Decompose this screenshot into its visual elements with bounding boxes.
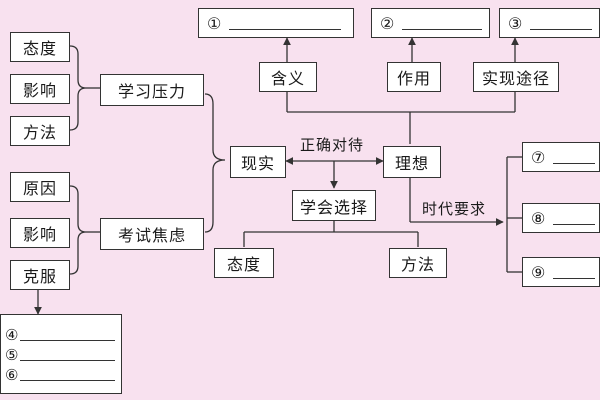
answer-slot-2: ② — [371, 8, 490, 38]
slot-number: ② — [380, 13, 395, 33]
slot-number: ⑨ — [531, 262, 546, 282]
answer-slot-3: ③ — [499, 8, 600, 38]
node-reality: 现实 — [230, 146, 286, 178]
answer-slot-7: ⑦ — [522, 142, 600, 172]
node-influence-1: 影响 — [10, 74, 70, 104]
answer-row: ④ — [5, 325, 115, 345]
node-exam-anxiety: 考试焦虑 — [100, 218, 204, 250]
node-function: 作用 — [387, 62, 441, 92]
slot-number: ⑤ — [5, 346, 19, 364]
relation-label: 正确对待 — [300, 136, 365, 154]
slot-number: ① — [207, 13, 222, 33]
node-method-1: 方法 — [10, 116, 70, 146]
answer-slot-1: ① — [198, 8, 354, 38]
node-ideal: 理想 — [383, 146, 441, 178]
node-path: 实现途径 — [473, 62, 559, 92]
slot-number: ③ — [508, 13, 523, 33]
node-method-2: 方法 — [389, 248, 447, 278]
node-choice: 学会选择 — [292, 190, 376, 221]
slot-number: ⑧ — [531, 208, 546, 228]
answer-slot-9: ⑨ — [522, 257, 600, 287]
answer-slot-8: ⑧ — [522, 203, 600, 233]
answer-box-4-6: ④ ⑤ ⑥ — [0, 314, 122, 394]
answer-row: ⑤ — [5, 345, 115, 365]
slot-number: ⑦ — [531, 147, 546, 167]
node-meaning: 含义 — [259, 62, 317, 92]
node-attitude-2: 态度 — [214, 248, 274, 278]
node-attitude-1: 态度 — [10, 32, 70, 62]
node-overcome: 克服 — [10, 260, 70, 290]
slot-number: ⑥ — [5, 366, 19, 384]
era-requirement-label: 时代要求 — [422, 200, 487, 218]
slot-number: ④ — [5, 326, 19, 344]
answer-row: ⑥ — [5, 365, 115, 385]
node-influence-2: 影响 — [10, 218, 70, 248]
node-cause: 原因 — [10, 172, 70, 202]
node-study-pressure: 学习压力 — [100, 74, 204, 106]
